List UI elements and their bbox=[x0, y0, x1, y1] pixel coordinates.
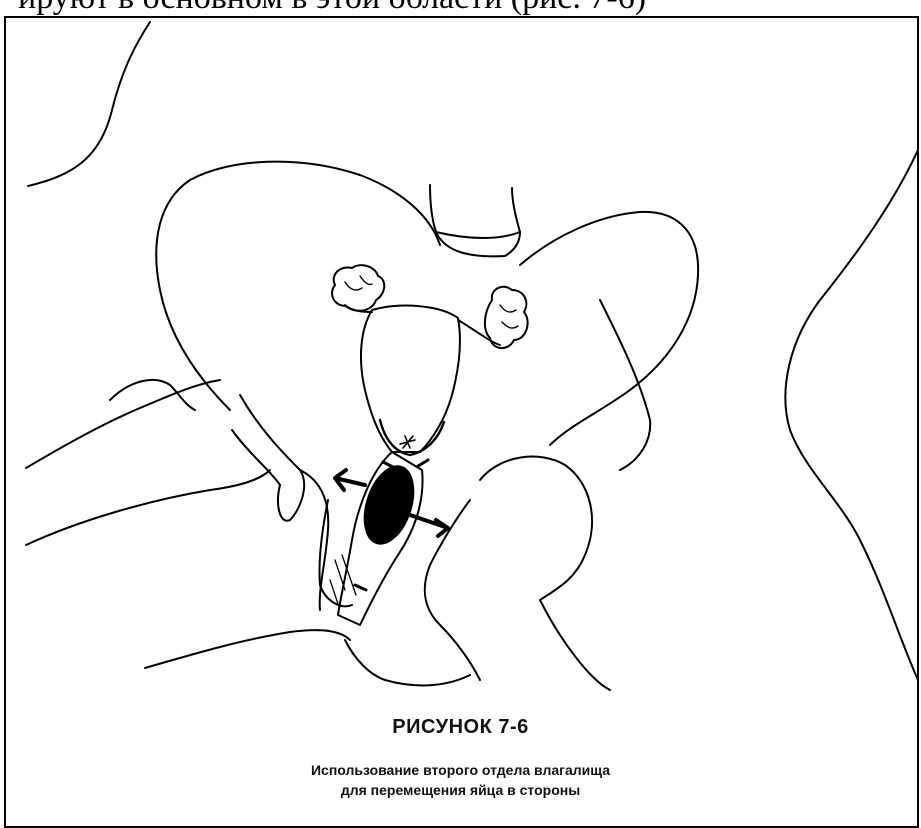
bottom-left-curve bbox=[145, 630, 350, 668]
right-iliac-wing bbox=[520, 212, 698, 445]
uterus-body bbox=[361, 306, 460, 452]
lower-arrow bbox=[355, 585, 366, 590]
right-ovary bbox=[485, 287, 528, 348]
figure-caption-line-1: Использование второго отдела влагалища bbox=[0, 762, 921, 778]
acetabulum-left bbox=[110, 380, 195, 410]
vaginal-fold-lines bbox=[330, 555, 356, 604]
left-ovary bbox=[332, 265, 384, 311]
right-fallopian-tube bbox=[458, 320, 500, 345]
right-ovary-detail bbox=[500, 305, 518, 328]
left-arrow bbox=[335, 470, 365, 490]
sacrum-top bbox=[430, 185, 520, 238]
femur-head-right bbox=[480, 457, 592, 600]
upper-arrow-right bbox=[418, 460, 428, 466]
figure-number-label: РИСУНОК 7-6 bbox=[0, 716, 921, 739]
right-body-contour bbox=[785, 150, 918, 680]
star-mark bbox=[400, 436, 415, 448]
lower-right-pelvis bbox=[425, 500, 480, 680]
left-body-contour bbox=[28, 22, 150, 186]
inner-right-pelvis bbox=[600, 300, 650, 470]
upper-arrow-left bbox=[383, 462, 395, 468]
lower-pelvis-left bbox=[232, 430, 280, 485]
inner-left-pelvis bbox=[240, 395, 304, 521]
bottom-center-curve bbox=[345, 640, 470, 685]
inner-vaginal-outline bbox=[319, 500, 352, 606]
left-ovary-detail bbox=[345, 276, 372, 290]
left-lower-thigh-line bbox=[26, 470, 270, 545]
left-thigh-line bbox=[26, 380, 220, 468]
femur-neck-right bbox=[540, 600, 610, 690]
figure-caption-line-2: для перемещения яйца в стороны bbox=[0, 782, 921, 798]
left-iliac-wing bbox=[156, 162, 440, 410]
right-arrow bbox=[410, 515, 448, 536]
egg bbox=[356, 460, 423, 550]
